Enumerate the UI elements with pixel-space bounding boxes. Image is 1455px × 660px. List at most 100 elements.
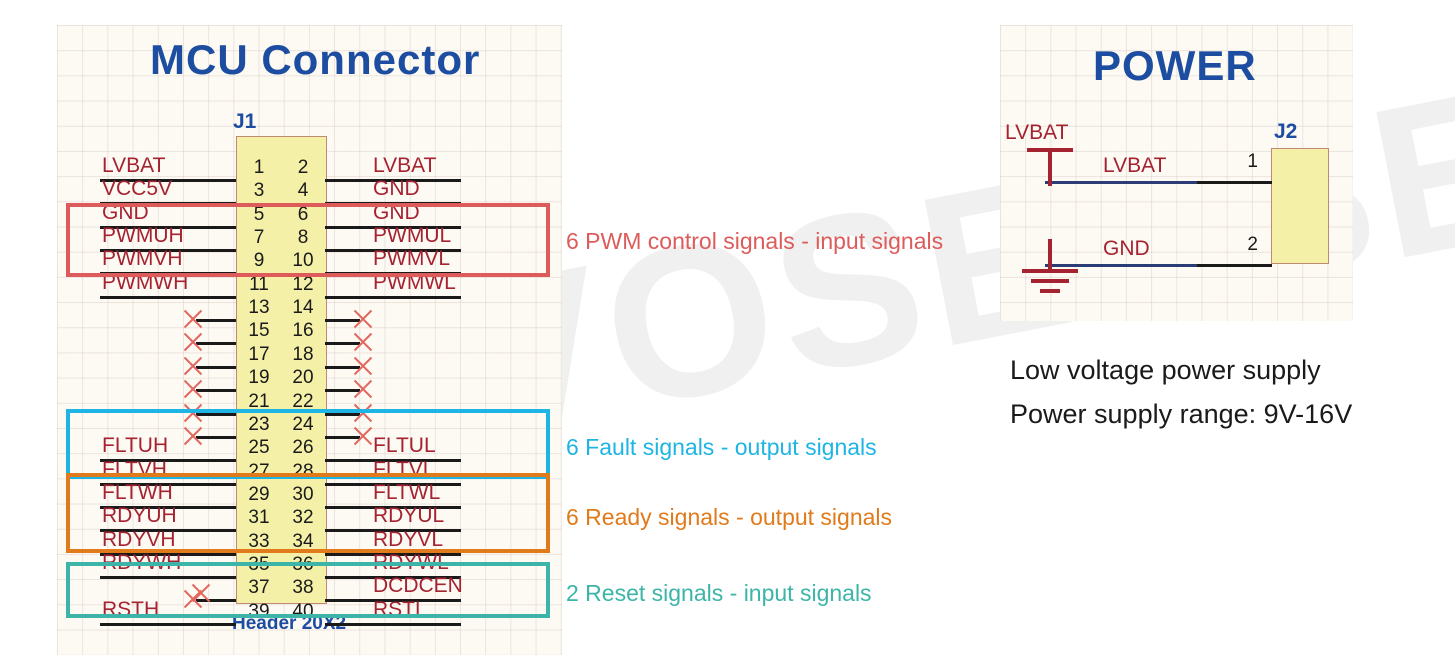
no-connect-x-icon [352,308,374,330]
j1-net-label-left: FLTWH [102,480,173,504]
j1-pin-number: 23 [248,413,270,435]
j2-net-wire [1196,264,1272,267]
j1-pin-number: 31 [248,507,270,529]
j1-net-wire-left [196,412,236,416]
j1-pin-number: 33 [248,530,270,552]
j1-net-wire-right [325,529,461,533]
j1-net-label-left: PWMUH [102,224,184,248]
j1-net-label-right: PWMVL [373,247,451,271]
j1-pin-number: 3 [253,180,265,202]
signal-group-box-fault [66,409,550,479]
j1-net-label-right: RDYVL [373,527,444,551]
j1-reference-designator: J1 [233,110,257,133]
j1-pin-number: 19 [248,367,270,389]
j1-pin-number: 24 [292,413,314,435]
lvbat-supply-label: LVBAT [1005,121,1069,144]
j1-pin-number: 5 [253,203,265,225]
j1-pin-number: 2 [297,157,309,178]
j1-net-wire-right [325,295,461,299]
j1-net-wire-right [325,459,461,463]
j1-pin-number: 8 [297,227,309,249]
j1-pin-number: 7 [253,227,265,249]
j1-net-wire-right [325,179,461,182]
j1-net-wire-right [325,505,461,509]
j1-net-wire-right [325,319,360,323]
j1-net-wire-right [325,575,461,579]
j2-net-wire-blue [1045,181,1197,184]
j1-net-wire-left [196,342,236,346]
j1-connector-body[interactable] [236,136,327,604]
j1-net-label-left: LVBAT [102,154,166,177]
j1-pin-number: 16 [292,320,314,342]
j1-pin-number: 15 [248,320,270,342]
no-connect-x-icon [182,355,204,377]
j1-net-wire-right [325,365,360,369]
j1-pin-number: 11 [249,273,269,295]
j1-net-wire-left [100,505,236,509]
j1-net-wire-left [196,389,236,393]
no-connect-x-icon [182,378,204,400]
j2-pin-number: 1 [1247,151,1258,172]
j1-pin-number: 4 [297,180,309,202]
j1-pin-number: 32 [292,507,314,529]
j1-net-wire-right [325,389,360,393]
j1-net-label-right: LVBAT [373,154,437,177]
signal-group-box-pwm [66,203,550,277]
j1-pin-number: 21 [248,390,270,412]
j1-net-wire-left [196,319,236,323]
signal-group-box-ready [66,473,550,553]
j1-net-wire-right [325,482,461,486]
j1-pin-number: 37 [248,577,270,599]
j1-pin-number: 38 [292,577,314,599]
j2-connector-body[interactable] [1271,148,1329,264]
j1-net-wire-left [100,225,236,229]
j1-net-wire-left [100,529,236,533]
j1-net-label-left: RDYUH [102,504,177,528]
j1-net-label-left: PWMVH [102,247,183,271]
j1-net-wire-left [196,435,236,439]
no-connect-x-icon [352,378,374,400]
j2-reference-designator: J2 [1274,120,1298,143]
j1-net-label-right: GND [373,177,420,201]
j1-net-label-right: FLTWL [373,480,441,504]
j1-pin-number: 26 [292,437,314,459]
power-note-line: Power supply range: 9V-16V [1010,399,1353,429]
j1-net-label-right: RDYUL [373,504,445,528]
j1-pin-number: 30 [292,483,314,505]
signal-group-annotation-fault: 6 Fault signals - output signals [566,434,877,460]
j1-pin-number: 22 [292,390,314,412]
j1-pin-number: 20 [292,367,314,389]
no-connect-x-icon [182,331,204,353]
j1-net-wire-left [100,459,236,463]
j1-net-label-left: RDYVH [102,527,176,551]
j1-pin-number: 13 [248,297,270,319]
mcu-connector-title: MCU Connector [150,36,481,83]
j1-net-wire-right [325,412,360,416]
j1-net-label-left: VCC5V [102,177,173,201]
j1-net-wire-left [196,365,236,369]
j1-net-wire-left [100,575,236,579]
j1-net-wire-right [325,249,461,253]
j1-net-label-right: DCDCEN [373,574,463,598]
j2-net-wire-blue [1045,264,1197,267]
j1-net-wire-right [325,599,461,603]
signal-group-box-reset [66,562,550,618]
j1-footprint-label: Header 20X2 [232,613,347,634]
no-connect-x-icon [182,308,204,330]
j1-pin-number: 9 [253,250,265,272]
j1-pin-number: 17 [248,343,270,365]
j1-pin-number: 29 [248,483,270,505]
power-title: POWER [1093,42,1257,89]
j1-net-wire-left [100,552,236,556]
j1-net-wire-left [100,179,236,182]
j1-net-wire-left [100,622,236,626]
power-note-line: Low voltage power supply [1010,355,1321,385]
j2-net-label: LVBAT [1103,154,1167,177]
j1-net-label-right: PWMUL [373,224,452,248]
j2-net-label: GND [1103,237,1150,260]
j1-pin-number: 18 [292,343,314,365]
j1-net-label-left: FLTUH [102,434,169,458]
j1-pin-number: 34 [292,530,314,552]
